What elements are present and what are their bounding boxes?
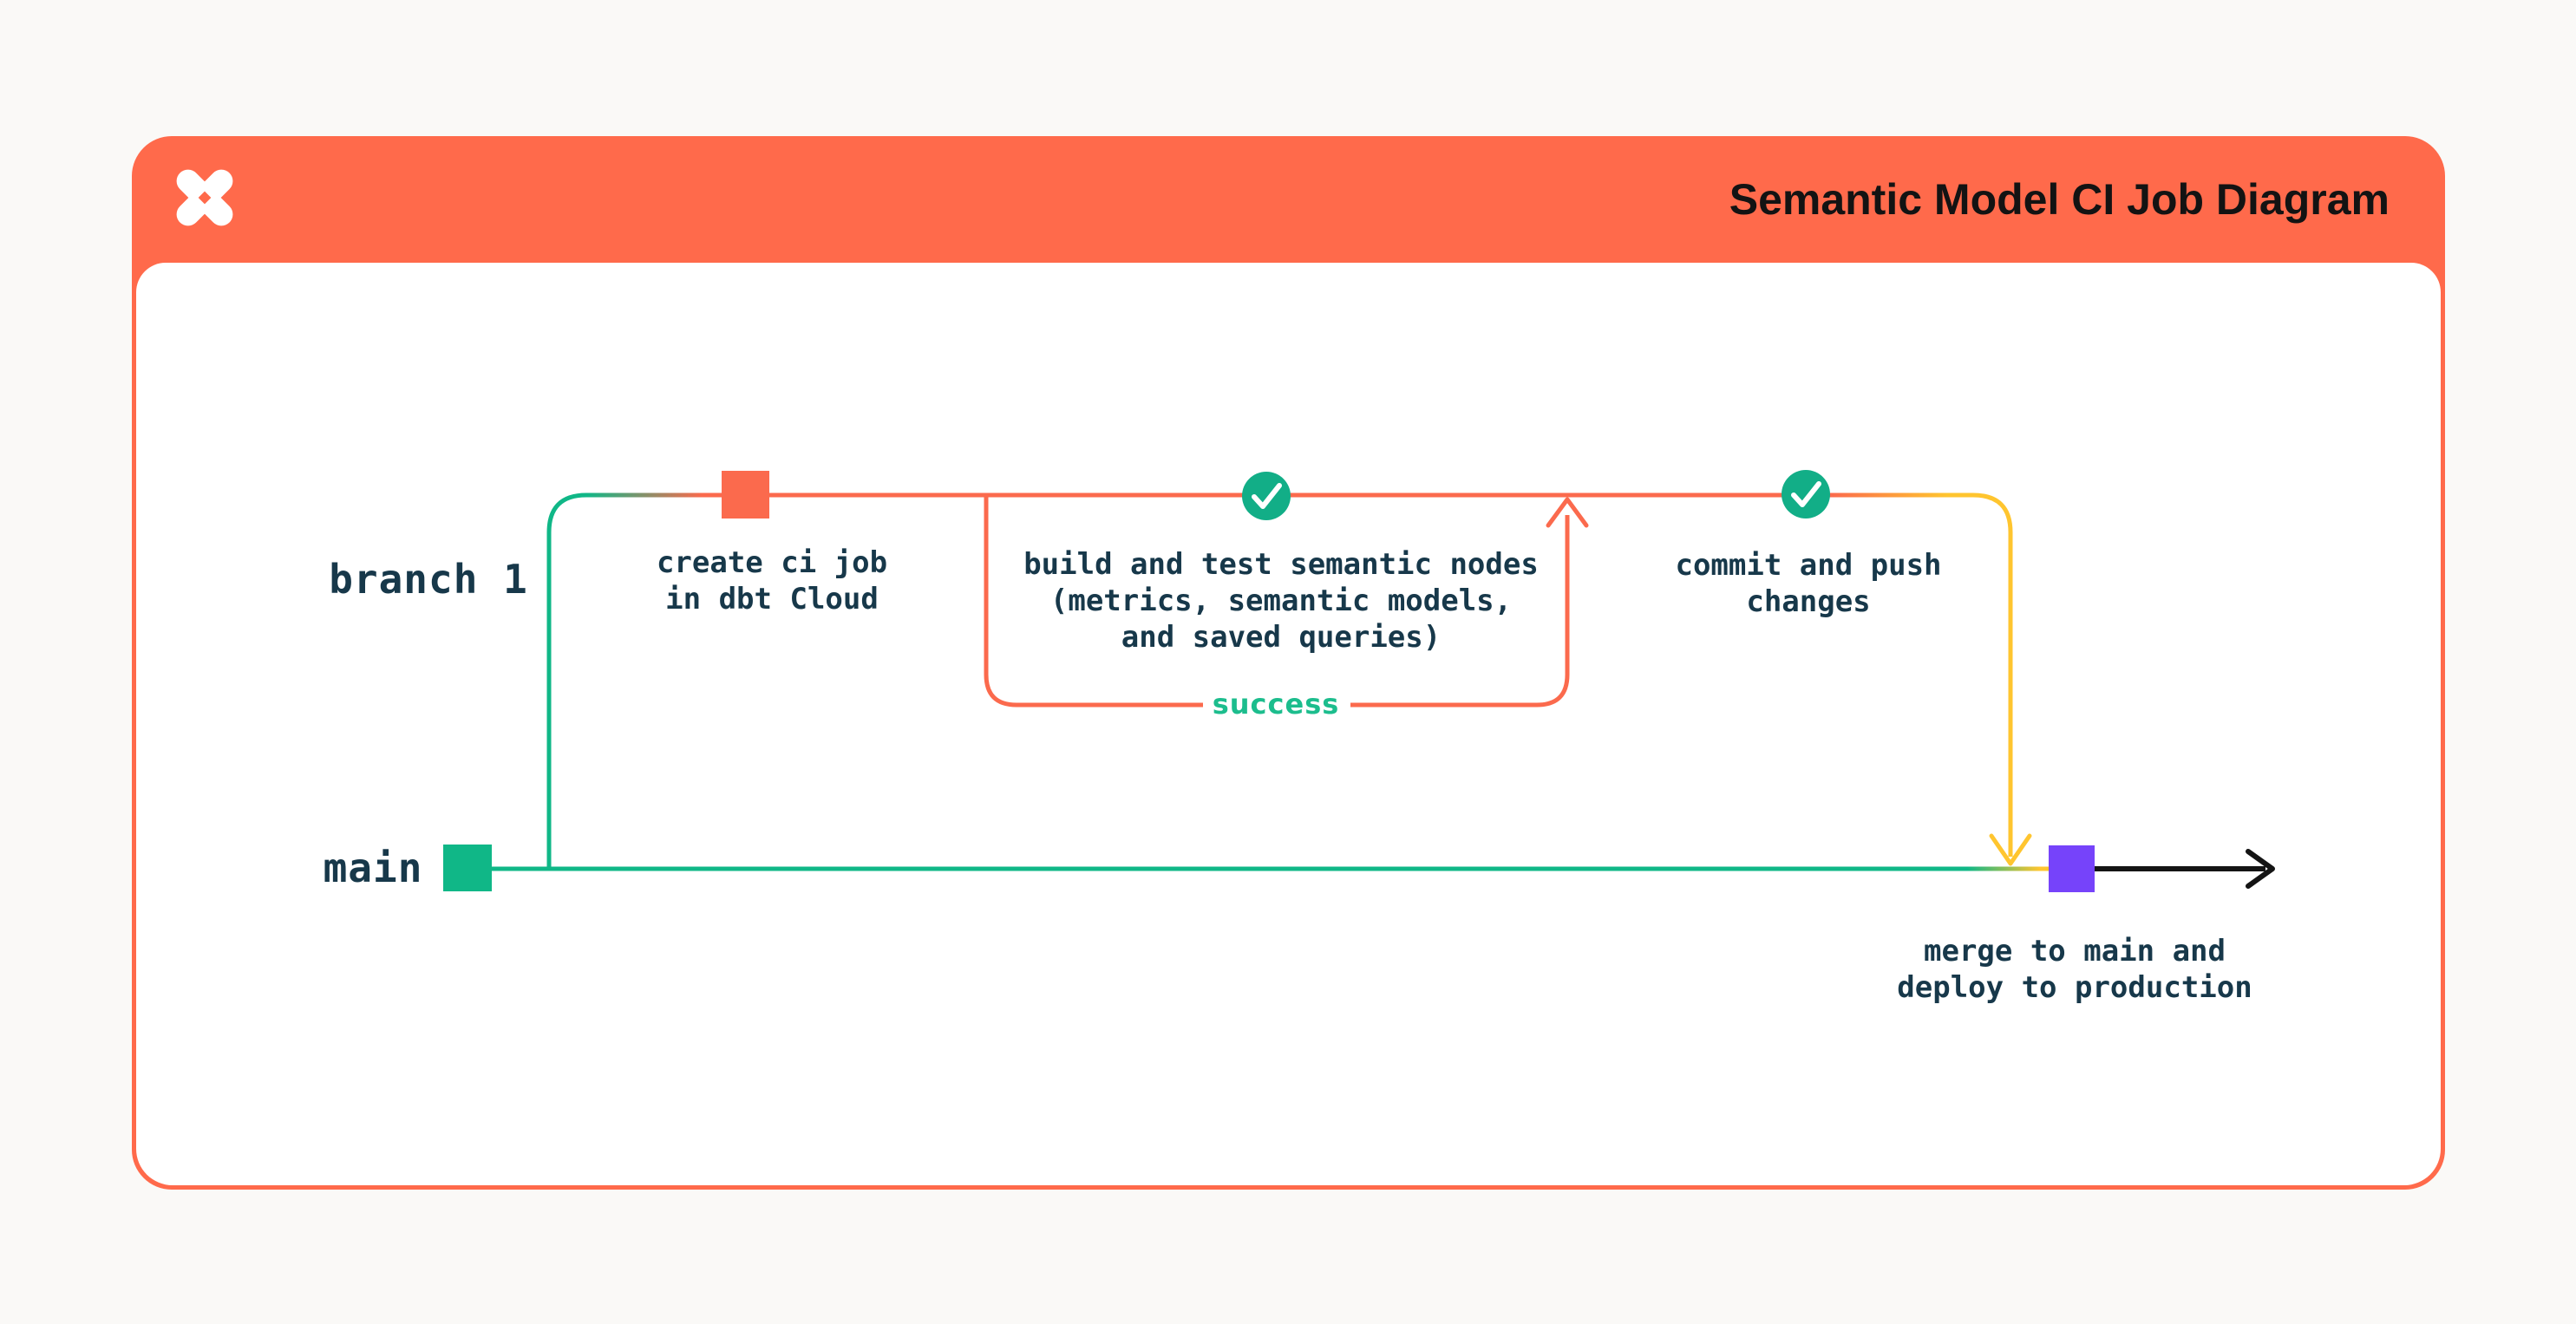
success-label: success	[1212, 688, 1340, 721]
build-test-semantic-nodes-label: build and test semantic nodes (metrics, …	[1023, 547, 1539, 655]
dbt-logo-icon	[170, 163, 239, 232]
diagram-card: Semantic Model CI Job Diagram	[132, 136, 2445, 1190]
commit-push-changes-label: commit and push changes	[1675, 548, 1942, 619]
card-body	[136, 263, 2441, 1185]
merge-deploy-label: merge to main and deploy to production	[1897, 934, 2252, 1005]
card-header: Semantic Model CI Job Diagram	[132, 136, 2445, 263]
create-ci-job-label: create ci job in dbt Cloud	[656, 545, 888, 616]
main-label: main	[323, 845, 423, 891]
branch-1-label: branch 1	[329, 556, 528, 603]
page-title: Semantic Model CI Job Diagram	[1729, 175, 2390, 224]
